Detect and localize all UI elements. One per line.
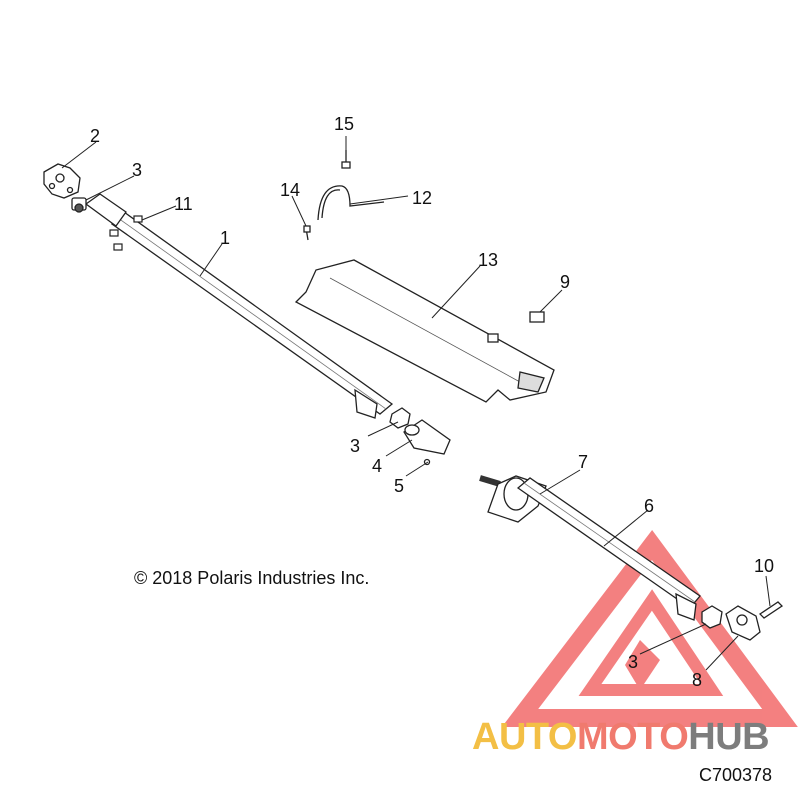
callout-15: 15 [334, 114, 354, 134]
clamp-and-bolts [303, 150, 545, 343]
u-joint-part [71, 197, 87, 213]
front-prop-shaft [84, 193, 394, 419]
watermark-hub: HUB [688, 716, 770, 758]
center-u-joint-and-slip-yoke [389, 407, 451, 466]
callout-7: 7 [578, 452, 588, 472]
watermark-triangle-logo [501, 530, 798, 727]
callout-2: 2 [90, 126, 100, 146]
callout-labels: 1 2 3 3 3 4 5 6 7 8 9 10 11 12 13 14 15 [90, 114, 774, 690]
callout-3-top: 3 [132, 160, 142, 180]
watermark-moto: MOTO [576, 716, 689, 758]
copyright-notice: © 2018 Polaris Industries Inc. [134, 568, 370, 588]
rear-prop-shaft [479, 475, 701, 621]
callout-5: 5 [394, 476, 404, 496]
callout-1: 1 [220, 228, 230, 248]
watermark-auto: AUTO [472, 716, 577, 758]
callout-11: 11 [174, 194, 193, 214]
callout-10: 10 [754, 556, 774, 576]
callout-12: 12 [412, 188, 432, 208]
drawing-id: C700378 [699, 765, 773, 785]
shaft-guard-plate [294, 259, 555, 403]
callout-6: 6 [644, 496, 654, 516]
callout-13: 13 [478, 250, 498, 270]
callout-9: 9 [560, 272, 570, 292]
callout-4: 4 [372, 456, 382, 476]
callout-3-center: 3 [350, 436, 360, 456]
callout-14: 14 [280, 180, 300, 200]
watermark-brand-text: AUTOMOTOHUB [472, 716, 770, 759]
yoke-flange-part [43, 163, 81, 199]
callout-8: 8 [692, 670, 702, 690]
screw-set [109, 215, 143, 251]
rear-u-joint-yoke-pin [701, 601, 784, 641]
callout-3-bottom: 3 [628, 652, 638, 672]
leader-lines [61, 136, 771, 671]
